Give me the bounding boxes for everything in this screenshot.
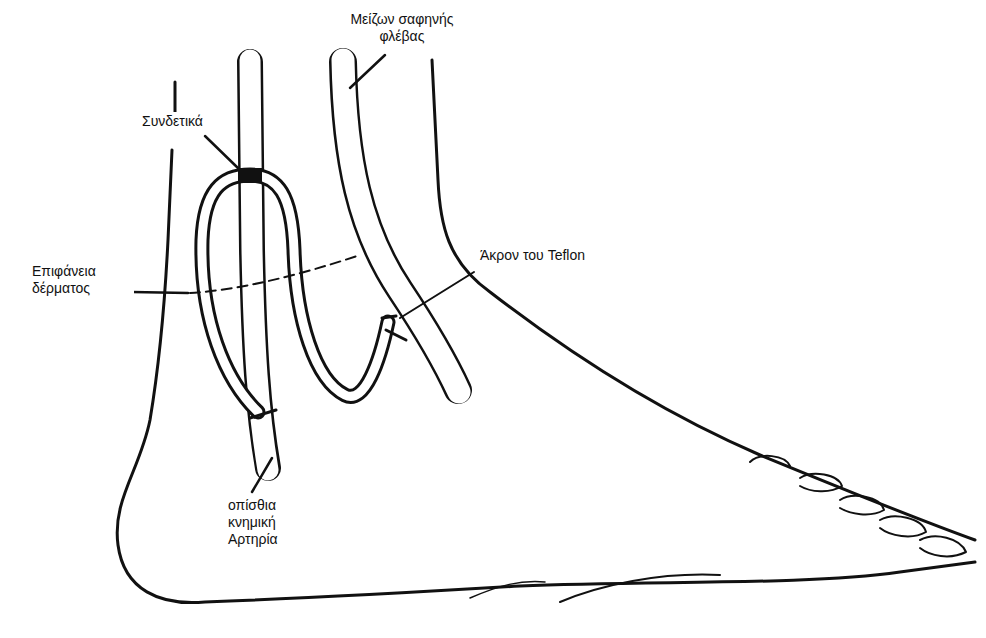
sole-line: [560, 575, 720, 602]
leader-line: [400, 272, 474, 318]
toe: [800, 474, 842, 491]
sole-line: [470, 582, 545, 598]
part-label: Άκρον του Teflon: [478, 246, 622, 265]
shunt-tube: [202, 175, 388, 412]
toe: [880, 516, 926, 536]
vein-lumen: [343, 60, 459, 392]
toe: [750, 456, 790, 466]
skin-surface-line: [190, 255, 360, 293]
part-label: Μείζων σαφηνής φλέβας: [330, 10, 474, 46]
part-label: Συνδετικά: [140, 112, 234, 131]
leader-line: [132, 292, 188, 293]
leader-line: [350, 55, 385, 88]
part-label: οπίσθια κνημική Αρτηρία: [226, 496, 315, 548]
shunt-lumen: [202, 175, 388, 412]
toe: [920, 536, 966, 556]
teflon-tip: [382, 316, 406, 340]
connector-block: [238, 168, 262, 183]
foot-contour: [432, 60, 975, 540]
toe: [840, 496, 884, 515]
leader-line: [252, 458, 272, 492]
part-label: Επιφάνεια δέρματος: [30, 262, 134, 298]
leader-line: [205, 136, 240, 170]
teflon-tip: [250, 410, 276, 418]
